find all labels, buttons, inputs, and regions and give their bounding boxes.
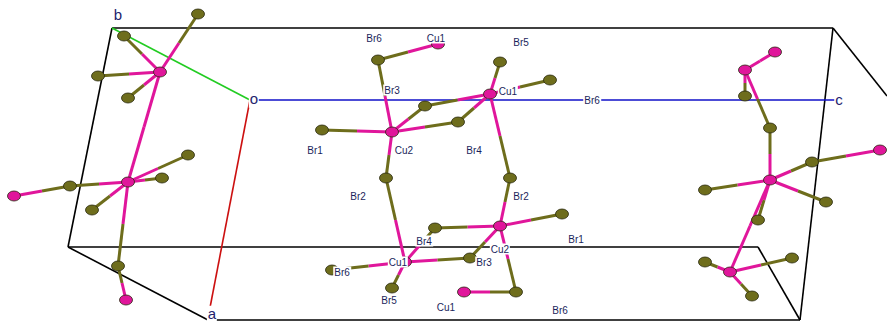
atom-ellipsoid — [739, 65, 752, 75]
atom-ellipsoid — [122, 177, 135, 187]
atom-ellipsoid — [112, 261, 125, 271]
atom-ellipsoid — [764, 123, 777, 133]
cell-edge — [800, 28, 833, 320]
atom-label: Br5 — [512, 37, 530, 48]
atom-ellipsoid — [386, 283, 399, 293]
atom-ellipsoid — [746, 291, 759, 301]
atom-ellipsoid — [484, 89, 497, 99]
axis-label: c — [834, 92, 844, 109]
atom-ellipsoid — [504, 173, 517, 183]
cell-edge — [68, 28, 112, 247]
bond — [144, 72, 160, 127]
atom-ellipsoid — [92, 71, 105, 81]
atom-label: Br2 — [349, 191, 367, 202]
atom-ellipsoid — [556, 209, 569, 219]
cell-edge — [758, 247, 800, 320]
atom-label: Br4 — [415, 236, 433, 247]
atom-ellipsoid — [316, 125, 329, 135]
atom-ellipsoid — [120, 295, 133, 305]
atom-ellipsoid — [118, 31, 131, 41]
bond — [385, 96, 392, 132]
cell-edge — [833, 28, 887, 96]
atom-label: Cu1 — [498, 86, 518, 97]
axis-label: a — [207, 306, 217, 322]
cell-edge — [68, 247, 208, 320]
atom-label: Cu2 — [490, 244, 510, 255]
bond — [118, 224, 123, 266]
atom-ellipsoid — [769, 47, 782, 57]
atom-ellipsoid — [494, 221, 507, 231]
atom-ellipsoid — [419, 101, 432, 111]
atom-ellipsoid — [182, 150, 195, 160]
cell-edge — [208, 100, 250, 318]
atom-ellipsoid — [752, 215, 765, 225]
bond — [730, 226, 750, 272]
atom-ellipsoid — [8, 191, 21, 201]
atom-ellipsoid — [874, 145, 887, 155]
atom-ellipsoid — [86, 205, 99, 215]
atom-ellipsoid — [510, 287, 523, 297]
atom-ellipsoid — [64, 181, 77, 191]
atom-label: Br6 — [333, 267, 351, 278]
atom-ellipsoid — [699, 185, 712, 195]
atom-ellipsoid — [544, 75, 557, 85]
atom-ellipsoid — [699, 257, 712, 267]
atom-ellipsoid — [820, 197, 833, 207]
atom-ellipsoid — [386, 127, 399, 137]
atom-label: Br3 — [475, 257, 493, 268]
atom-ellipsoid — [458, 287, 471, 297]
atom-ellipsoid — [806, 157, 819, 167]
axis-label: b — [113, 7, 123, 24]
bond — [500, 136, 510, 178]
atom-label: Cu2 — [394, 145, 414, 156]
bond — [490, 94, 500, 136]
atom-label: Br6 — [583, 95, 601, 106]
atom-ellipsoid — [122, 93, 135, 103]
axis-label: o — [249, 91, 259, 108]
bond — [750, 180, 770, 226]
atoms — [8, 9, 887, 305]
atom-ellipsoid — [380, 173, 393, 183]
atom-ellipsoid — [494, 57, 507, 67]
atom-ellipsoid — [192, 9, 205, 19]
atom-ellipsoid — [786, 253, 799, 263]
atom-label: Br1 — [567, 234, 585, 245]
atom-label: Cu1 — [426, 33, 446, 44]
atom-label: Cu1 — [436, 302, 456, 313]
atom-ellipsoid — [429, 223, 442, 233]
atom-ellipsoid — [452, 117, 465, 127]
atom-label: Br1 — [306, 145, 324, 156]
bond — [386, 178, 396, 220]
atom-ellipsoid — [156, 173, 169, 183]
cell-edge — [112, 27, 833, 29]
atom-label: Br6 — [551, 305, 569, 316]
cell-edge — [68, 246, 758, 248]
bond — [123, 182, 128, 224]
atom-label: Br5 — [380, 295, 398, 306]
atom-ellipsoid — [764, 175, 777, 185]
atom-ellipsoid — [739, 91, 752, 101]
atom-label: Br3 — [383, 85, 401, 96]
atom-ellipsoid — [154, 67, 167, 77]
atom-ellipsoid — [724, 267, 737, 277]
atom-label: Br4 — [465, 145, 483, 156]
atom-label: Cu1 — [388, 257, 408, 268]
atom-label: Br6 — [365, 33, 383, 44]
unit-cell — [68, 28, 887, 320]
bonds — [14, 14, 880, 300]
cell-edge — [208, 319, 800, 321]
atom-ellipsoid — [372, 55, 385, 65]
bond — [128, 127, 144, 182]
atom-label: Br2 — [512, 191, 530, 202]
